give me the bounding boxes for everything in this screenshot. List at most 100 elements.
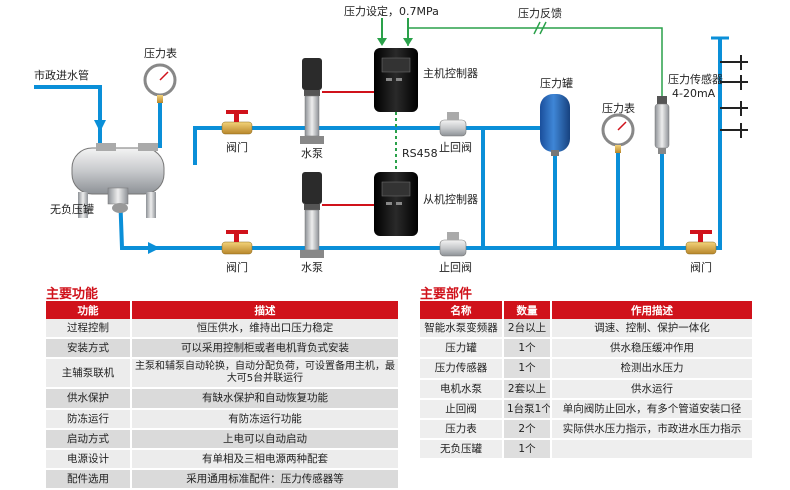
- label-master-controller: 主机控制器: [423, 67, 478, 80]
- table-row: 主辅泵联机主泵和辅泵自动轮换，自动分配负荷，可设置备用主机，最大可5台并联运行: [46, 359, 400, 390]
- part-qty: 1个: [504, 339, 552, 360]
- table-row: 供水保护有缺水保护和自动恢复功能: [46, 389, 400, 410]
- pressure-gauge-left-icon: [143, 63, 177, 103]
- label-pressure-setting: 压力设定，0.7MPa: [344, 5, 439, 18]
- slave-controller-icon: [374, 172, 418, 236]
- label-municipal-inlet: 市政进水管: [34, 69, 89, 82]
- part-name: 电机水泵: [420, 379, 504, 400]
- master-controller-icon: [374, 48, 418, 112]
- part-name: 止回阀: [420, 399, 504, 420]
- part-name: 压力表: [420, 419, 504, 441]
- label-slave-controller: 从机控制器: [423, 193, 478, 206]
- outlet-branches: [720, 55, 748, 138]
- function-desc: 采用通用标准配件：压力传感器等: [132, 470, 400, 490]
- function-desc: 有防冻运行功能: [132, 409, 400, 430]
- pressure-gauge-right-icon: [601, 113, 635, 153]
- label-pump-top: 水泵: [301, 147, 323, 160]
- parts-header-row: 名称 数量 作用描述: [420, 301, 754, 319]
- part-desc: 检测出水压力: [552, 359, 754, 380]
- flow-arrow-inlet: [94, 120, 106, 132]
- table-row: 防冻运行有防冻运行功能: [46, 409, 400, 430]
- functions-header: 功能: [46, 301, 132, 319]
- functions-title: 主要功能: [46, 287, 99, 302]
- flow-arrow-bottom: [148, 242, 160, 254]
- part-desc: 供水运行: [552, 379, 754, 400]
- function-name: 安装方式: [46, 339, 132, 360]
- parts-header: 作用描述: [552, 301, 754, 319]
- part-desc: [552, 440, 754, 461]
- function-name: 防冻运行: [46, 409, 132, 430]
- no-negative-pressure-tank: [71, 143, 165, 218]
- function-desc: 恒压供水，维持出口压力稳定: [132, 319, 400, 340]
- label-valve-bottom: 阀门: [226, 261, 248, 274]
- label-pressure-tank: 压力罐: [540, 77, 573, 90]
- part-qty: 1台泵1个: [504, 399, 552, 420]
- label-check-valve-top: 止回阀: [439, 141, 472, 154]
- pressure-tank-icon: [540, 94, 570, 156]
- part-name: 压力罐: [420, 339, 504, 360]
- function-name: 启动方式: [46, 429, 132, 450]
- table-row: 过程控制恒压供水，维持出口压力稳定: [46, 319, 400, 340]
- label-pressure-gauge-left: 压力表: [144, 47, 177, 60]
- pressure-sensor-icon: [654, 96, 670, 154]
- label-pressure-feedback: 压力反馈: [518, 7, 562, 20]
- parts-title: 主要部件: [420, 287, 473, 302]
- water-supply-diagram: [34, 18, 748, 258]
- check-valve-bottom-icon: [439, 232, 467, 257]
- part-desc: 供水稳压缓冲作用: [552, 339, 754, 360]
- check-valve-top-icon: [439, 112, 467, 137]
- valve-bottom-icon: [221, 230, 253, 255]
- table-row: 配件选用采用通用标准配件：压力传感器等: [46, 470, 400, 490]
- label-check-valve-bottom: 止回阀: [439, 261, 472, 274]
- part-desc: 单向阀防止回水，有多个管道安装口径: [552, 399, 754, 420]
- part-desc: 调速、控制、保护一体化: [552, 319, 754, 340]
- functions-table: 功能 描述 过程控制恒压供水，维持出口压力稳定 安装方式可以采用控制柜或者电机背…: [46, 301, 400, 490]
- pump-top-icon: [300, 58, 324, 144]
- function-desc: 可以采用控制柜或者电机背负式安装: [132, 339, 400, 360]
- table-row: 电源设计有单相及三相电源两种配套: [46, 449, 400, 471]
- pump-bottom-icon: [300, 172, 324, 258]
- valve-right-icon: [685, 230, 717, 255]
- pressure-feedback-line: [407, 21, 663, 96]
- part-qty: 1个: [504, 359, 552, 380]
- part-qty: 2台以上: [504, 319, 552, 340]
- label-pressure-gauge-right: 压力表: [602, 102, 635, 115]
- label-valve-top: 阀门: [226, 141, 248, 154]
- label-rs458: RS458: [402, 147, 438, 160]
- part-name: 智能水泵变频器: [420, 319, 504, 340]
- function-name: 主辅泵联机: [46, 359, 132, 390]
- function-desc: 有缺水保护和自动恢复功能: [132, 389, 400, 410]
- part-name: 压力传感器: [420, 359, 504, 380]
- function-name: 电源设计: [46, 449, 132, 471]
- parts-header: 名称: [420, 301, 504, 319]
- functions-header: 描述: [132, 301, 400, 319]
- label-valve-right: 阀门: [690, 261, 712, 274]
- part-qty: 2套以上: [504, 379, 552, 400]
- part-name: 无负压罐: [420, 440, 504, 461]
- valve-top-icon: [221, 110, 253, 135]
- function-name: 过程控制: [46, 319, 132, 340]
- function-desc: 主泵和辅泵自动轮换，自动分配负荷，可设置备用主机，最大可5台并联运行: [132, 359, 400, 390]
- label-sensor-signal: 4-20mA: [672, 87, 716, 100]
- function-name: 供水保护: [46, 389, 132, 410]
- function-name: 配件选用: [46, 470, 132, 490]
- table-row: 启动方式上电可以自动启动: [46, 429, 400, 450]
- parts-header: 数量: [504, 301, 552, 319]
- function-desc: 有单相及三相电源两种配套: [132, 449, 400, 471]
- label-pump-bottom: 水泵: [301, 261, 323, 274]
- part-desc: 实际供水压力指示，市政进水压力指示: [552, 419, 754, 441]
- label-no-negative-tank: 无负压罐: [50, 203, 94, 216]
- table-row: 安装方式可以采用控制柜或者电机背负式安装: [46, 339, 400, 360]
- functions-header-row: 功能 描述: [46, 301, 400, 319]
- function-desc: 上电可以自动启动: [132, 429, 400, 450]
- label-pressure-sensor: 压力传感器: [668, 73, 723, 86]
- part-qty: 1个: [504, 440, 552, 461]
